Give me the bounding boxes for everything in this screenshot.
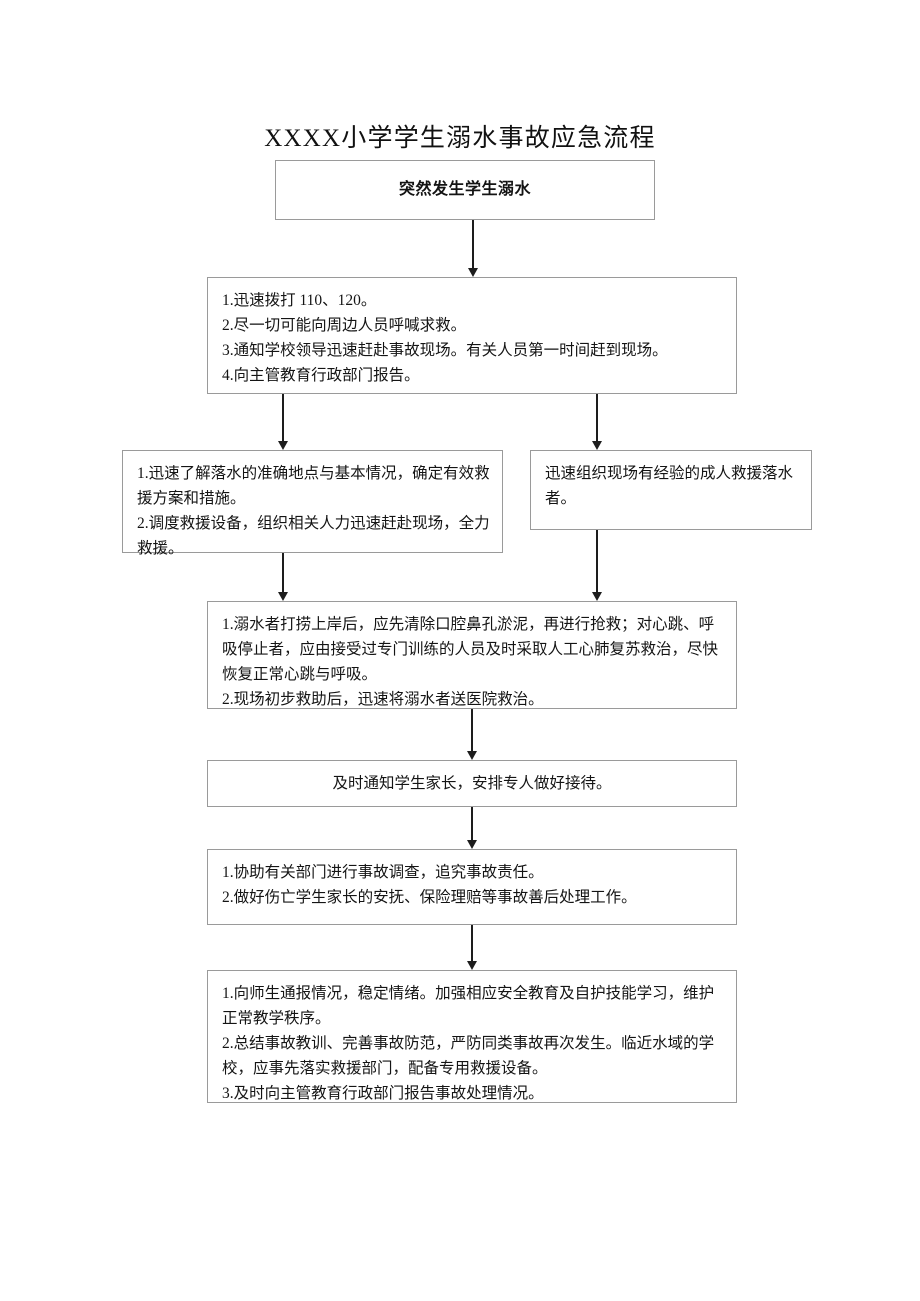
investigation-line-2: 2.做好伤亡学生家长的安抚、保险理赔等事故善后处理工作。 [222,889,637,907]
assess-line-1: 1.迅速了解落水的准确地点与基本情况，确定有效救援方案和措施。 [137,465,490,508]
immediate-action-line-4: 4.向主管教育行政部门报告。 [222,367,420,385]
investigation-line-1: 1.协助有关部门进行事故调查，追究事故责任。 [222,864,544,881]
incident-box: 突然发生学生溺水 [275,160,655,220]
assess-line-2: 2.调度救援设备，组织相关人力迅速赶赴现场，全力救援。 [137,515,490,558]
arrow-immediate-to-organize [592,394,602,450]
investigation-and-aftercare-box: 1.协助有关部门进行事故调查，追究事故责任。 2.做好伤亡学生家长的安抚、保险理… [207,849,737,925]
notify-parents-text: 及时通知学生家长，安排专人做好接待。 [332,774,612,792]
first-aid-line-1: 1.溺水者打捞上岸后，应先清除口腔鼻孔淤泥，再进行抢救；对心跳、呼吸停止者，应由… [222,616,719,684]
assess-and-deploy-box: 1.迅速了解落水的准确地点与基本情况，确定有效救援方案和措施。 2.调度救援设备… [122,450,503,557]
notify-parents-box: 及时通知学生家长，安排专人做好接待。 [207,760,737,807]
arrow-incident-to-immediate [468,220,478,277]
page-title: XXXX小学学生溺水事故应急流程 [264,125,656,152]
followup-and-prevention-box: 1.向师生通报情况，稳定情绪。加强相应安全教育及自护技能学习，维护正常教学秩序。… [207,970,737,1103]
immediate-actions-box: 1.迅速拨打 110、120。 2.尽一切可能向周边人员呼喊求救。 3.通知学校… [207,277,737,394]
arrow-investigation-to-followup [467,925,477,970]
arrow-notify-to-investigation [467,807,477,849]
first-aid-line-2: 2.现场初步救助后，迅速将溺水者送医院救治。 [222,691,544,709]
organize-rescue-line-1: 迅速组织现场有经验的成人救援落水者。 [545,465,794,508]
first-aid-box: 1.溺水者打捞上岸后，应先清除口腔鼻孔淤泥，再进行抢救；对心跳、呼吸停止者，应由… [207,601,737,709]
organize-adult-rescue-box: 迅速组织现场有经验的成人救援落水者。 [530,450,812,530]
arrow-assess-to-firstaid [278,553,288,601]
immediate-action-line-1: 1.迅速拨打 110、120。 [222,292,377,309]
arrow-immediate-to-assess [278,394,288,450]
incident-text: 突然发生学生溺水 [398,181,531,199]
arrow-firstaid-to-notify [467,709,477,760]
followup-line-1: 1.向师生通报情况，稳定情绪。加强相应安全教育及自护技能学习，维护正常教学秩序。 [222,985,715,1028]
immediate-action-line-3: 3.通知学校领导迅速赶赴事故现场。有关人员第一时间赶到现场。 [222,342,668,360]
arrow-organize-to-firstaid [592,530,602,601]
followup-line-3: 3.及时向主管教育行政部门报告事故处理情况。 [222,1085,544,1103]
followup-line-2: 2.总结事故教训、完善事故防范，严防同类事故再次发生。临近水域的学校，应事先落实… [222,1035,715,1078]
immediate-action-line-2: 2.尽一切可能向周边人员呼喊求救。 [222,317,467,335]
